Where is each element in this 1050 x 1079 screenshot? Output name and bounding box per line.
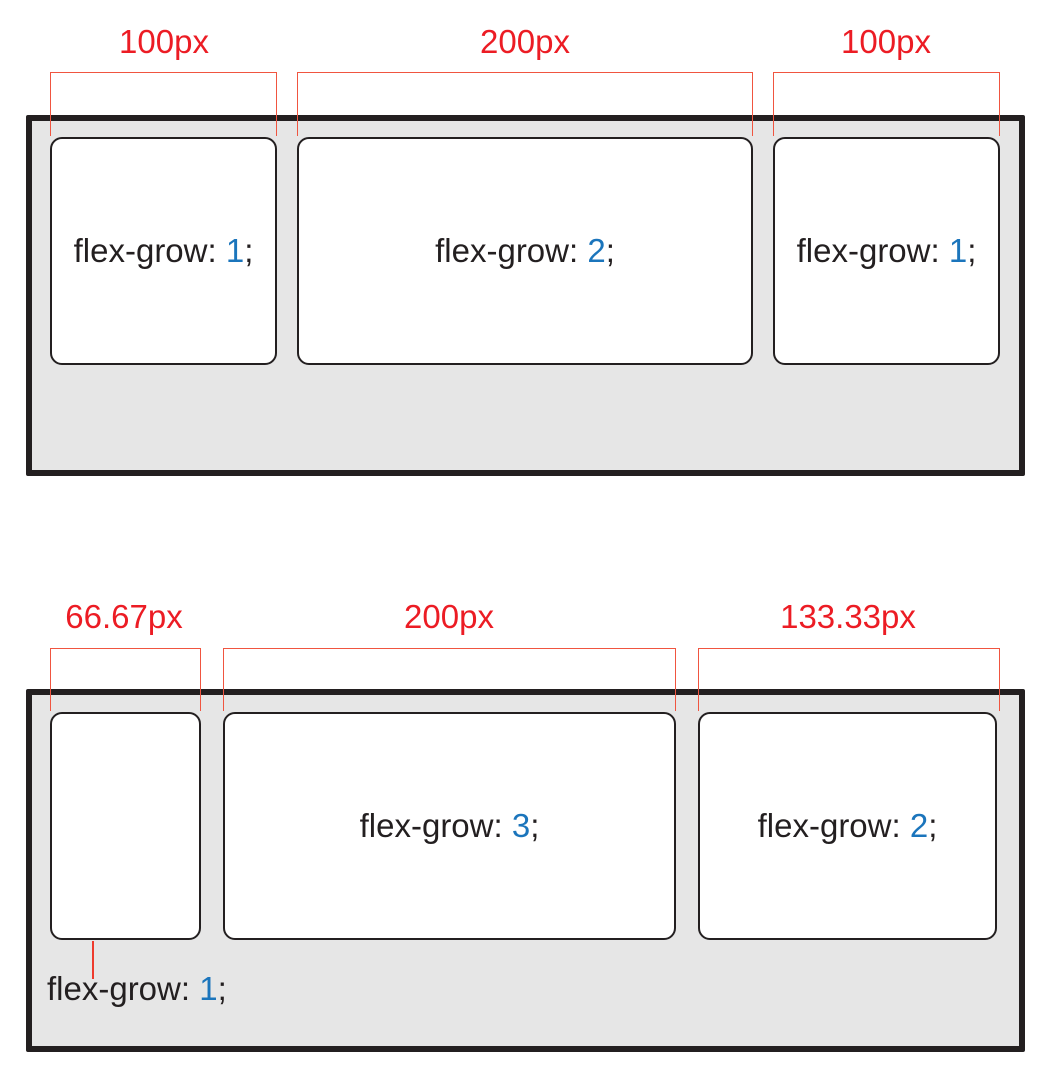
flex-item-box: flex-grow: 3;: [223, 712, 676, 940]
measurement-bracket: [297, 72, 753, 136]
flex-item-box: flex-grow: 1;: [773, 137, 1000, 365]
property-text: flex-grow:: [47, 970, 200, 1007]
measurement-label: 66.67px: [65, 598, 183, 635]
semicolon: ;: [530, 807, 540, 844]
callout-label: flex-grow: 1;: [47, 970, 227, 1008]
measurement-bracket: [50, 648, 201, 711]
measurement-bracket: [223, 648, 676, 711]
measurement-label: 133.33px: [780, 598, 916, 635]
property-text: flex-grow:: [757, 807, 910, 844]
measurement-label: 200px: [404, 598, 494, 635]
measurement-bracket: [50, 72, 277, 136]
measurement-bracket: [698, 648, 1000, 711]
callout-pointer-line: [92, 941, 94, 979]
property-value: 1: [948, 232, 968, 269]
flex-grow-declaration: flex-grow: 3;: [360, 807, 540, 845]
property-text: flex-grow:: [435, 232, 588, 269]
property-value: 2: [587, 232, 606, 269]
measurement-bracket: [773, 72, 1000, 136]
semicolon: ;: [217, 970, 227, 1007]
flex-grow-declaration: flex-grow: 1;: [797, 232, 977, 270]
flex-item-box: flex-grow: 2;: [698, 712, 997, 940]
flex-item-box: flex-grow: 1;: [50, 137, 277, 365]
property-value: 2: [909, 807, 929, 844]
property-value: 1: [199, 970, 218, 1007]
property-text: flex-grow:: [73, 232, 226, 269]
measurement-label: 100px: [119, 23, 209, 60]
property-value: 1: [225, 232, 245, 269]
semicolon: ;: [244, 232, 254, 269]
flex-grow-declaration: flex-grow: 2;: [435, 232, 615, 270]
semicolon: ;: [928, 807, 938, 844]
property-value: 3: [511, 807, 531, 844]
property-text: flex-grow:: [796, 232, 949, 269]
semicolon: ;: [967, 232, 977, 269]
flex-item-box: [50, 712, 201, 940]
property-text: flex-grow:: [359, 807, 512, 844]
measurement-label: 200px: [480, 23, 570, 60]
flex-grow-declaration: flex-grow: 2;: [758, 807, 938, 845]
flex-grow-declaration: flex-grow: 1;: [47, 970, 227, 1007]
semicolon: ;: [605, 232, 615, 269]
flex-item-box: flex-grow: 2;: [297, 137, 753, 365]
flex-grow-declaration: flex-grow: 1;: [74, 232, 254, 270]
measurement-label: 100px: [841, 23, 931, 60]
